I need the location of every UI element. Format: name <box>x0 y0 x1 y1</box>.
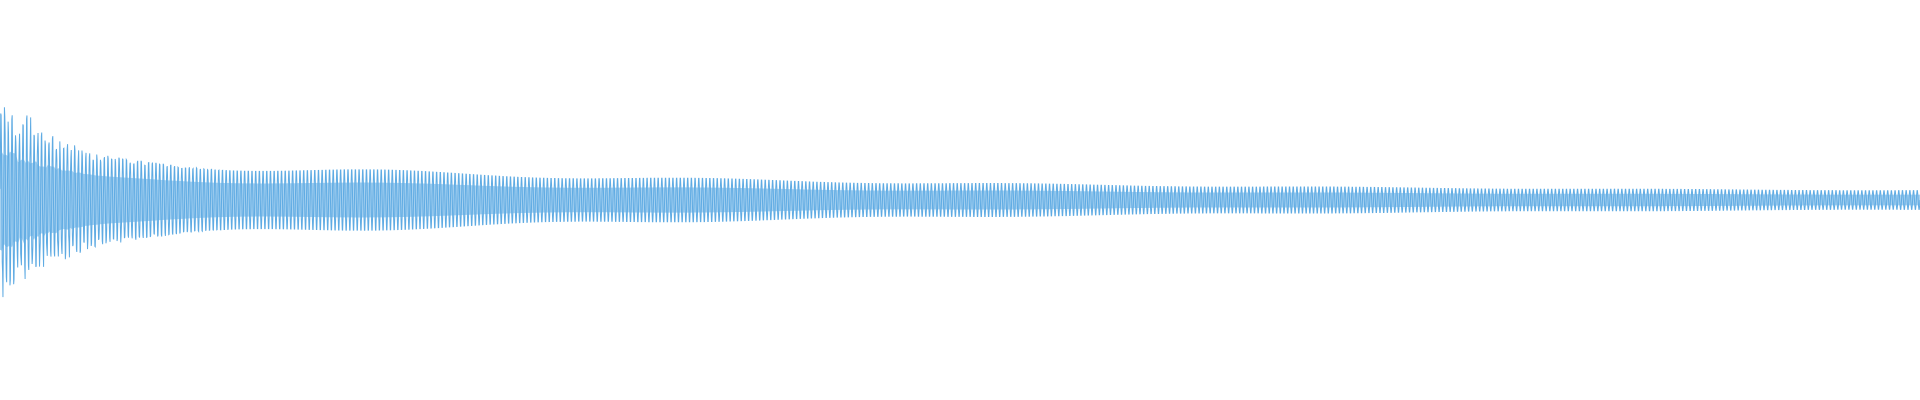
waveform-trace <box>0 107 1920 298</box>
waveform-line <box>0 107 1920 298</box>
